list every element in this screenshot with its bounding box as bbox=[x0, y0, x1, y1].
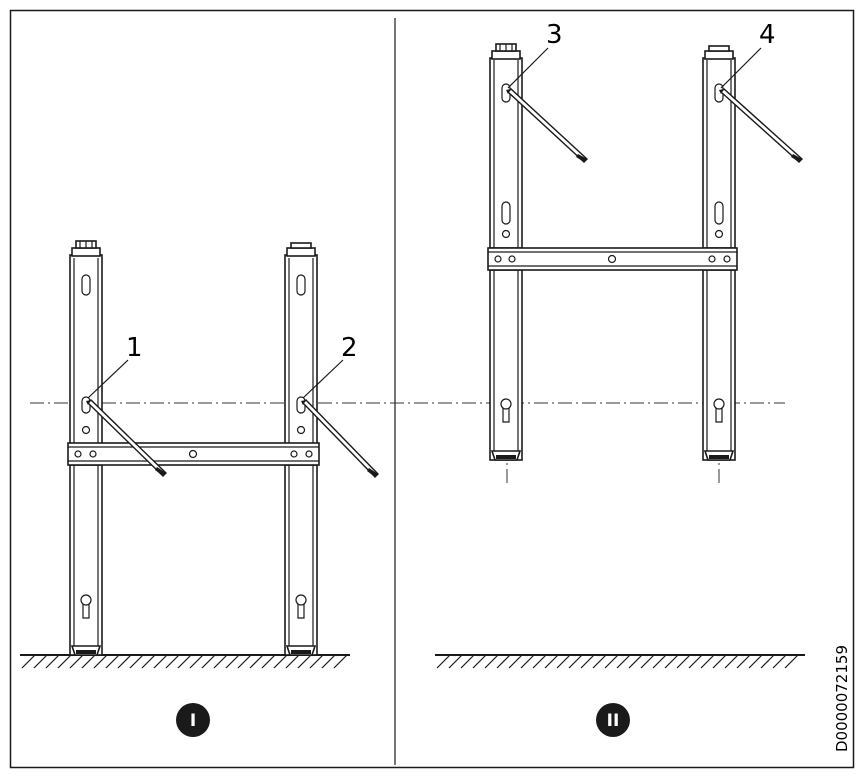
step-badge-left: I bbox=[176, 703, 210, 737]
pencil-icon bbox=[86, 399, 167, 477]
svg-text:II: II bbox=[607, 711, 620, 731]
panel-left: 1 2 I bbox=[20, 240, 379, 737]
callout-2: 2 bbox=[341, 333, 358, 363]
left-post-upper-raised bbox=[489, 43, 523, 249]
callout-leader-1 bbox=[87, 359, 129, 399]
callout-4: 4 bbox=[759, 20, 776, 50]
callout-leader-2 bbox=[302, 359, 344, 399]
crossbar-left bbox=[67, 442, 320, 466]
callout-1: 1 bbox=[126, 333, 143, 363]
panel-right: 3 4 II bbox=[435, 20, 805, 737]
document-code: D0000072159 bbox=[833, 645, 851, 752]
callout-leader-4 bbox=[720, 47, 762, 89]
right-post-upper bbox=[284, 242, 318, 446]
step-badge-right: II bbox=[596, 703, 630, 737]
svg-text:I: I bbox=[190, 711, 196, 731]
figure-frame bbox=[9, 9, 855, 769]
right-post-upper-raised bbox=[702, 45, 736, 249]
callout-3: 3 bbox=[546, 20, 563, 50]
left-post-upper bbox=[69, 240, 103, 446]
pencil-icon bbox=[719, 88, 804, 163]
right-post-lower-raised bbox=[702, 269, 736, 461]
left-post-lower-raised bbox=[489, 269, 523, 461]
floor-hatch-right bbox=[435, 654, 805, 669]
crossbar-right bbox=[487, 247, 738, 271]
left-post-lower bbox=[69, 464, 103, 656]
pencil-icon bbox=[301, 399, 379, 478]
pencil-icon bbox=[506, 88, 589, 163]
right-post-lower bbox=[284, 464, 318, 656]
callout-leader-3 bbox=[507, 47, 549, 89]
floor-hatch-left bbox=[20, 654, 350, 669]
